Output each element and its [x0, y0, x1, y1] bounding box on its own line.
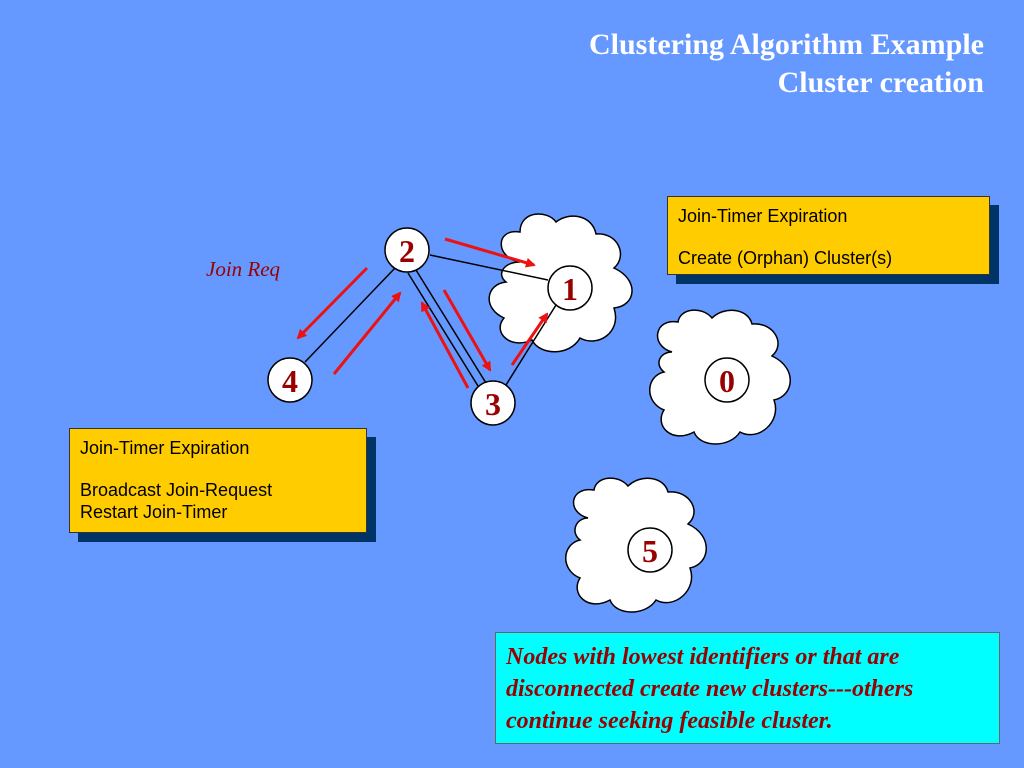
- callout-top-line-2: Create (Orphan) Cluster(s): [678, 248, 893, 268]
- callout-left-line-2: Broadcast Join-Request: [80, 480, 273, 500]
- callout-left-line-3: Restart Join-Timer: [80, 502, 228, 522]
- arrow-2-to-4: [296, 266, 369, 340]
- node-5: 5: [627, 527, 673, 573]
- link-2-3-b: [415, 269, 487, 384]
- node-1-label: 1: [562, 271, 578, 307]
- callout-orphan-cluster: Join-Timer Expiration Create (Orphan) Cl…: [667, 196, 990, 275]
- arrow-2-to-1: [444, 237, 536, 268]
- link-2-1: [429, 254, 549, 281]
- link-2-3-a: [407, 272, 479, 387]
- node-0: 0: [704, 357, 750, 403]
- node-2-label: 2: [399, 233, 415, 269]
- arrow-3-to-1: [510, 312, 549, 366]
- callout-left-line-1: Join-Timer Expiration: [80, 438, 250, 458]
- node-0-label: 0: [719, 363, 735, 399]
- join-req-label: Join Req: [206, 257, 281, 281]
- slide-title: Clustering Algorithm Example Cluster cre…: [589, 26, 984, 102]
- arrow-3-to-2: [420, 301, 470, 389]
- callout-broadcast-join: Join-Timer Expiration Broadcast Join-Req…: [69, 428, 367, 533]
- node-3: 3: [470, 380, 516, 426]
- callout-top-line-1: Join-Timer Expiration: [678, 206, 848, 226]
- title-line-1: Clustering Algorithm Example: [589, 28, 984, 61]
- link-2-4: [304, 267, 396, 363]
- summary-note: Nodes with lowest identifiers or that ar…: [495, 632, 1000, 744]
- node-3-label: 3: [485, 386, 501, 422]
- arrow-2-to-3: [442, 289, 492, 372]
- node-4: 4: [267, 357, 313, 403]
- node-4-label: 4: [282, 363, 298, 399]
- node-5-label: 5: [642, 533, 658, 569]
- title-line-2: Cluster creation: [777, 66, 984, 99]
- node-1: 1: [547, 265, 593, 311]
- node-2: 2: [384, 227, 430, 273]
- arrow-4-to-2: [332, 291, 402, 375]
